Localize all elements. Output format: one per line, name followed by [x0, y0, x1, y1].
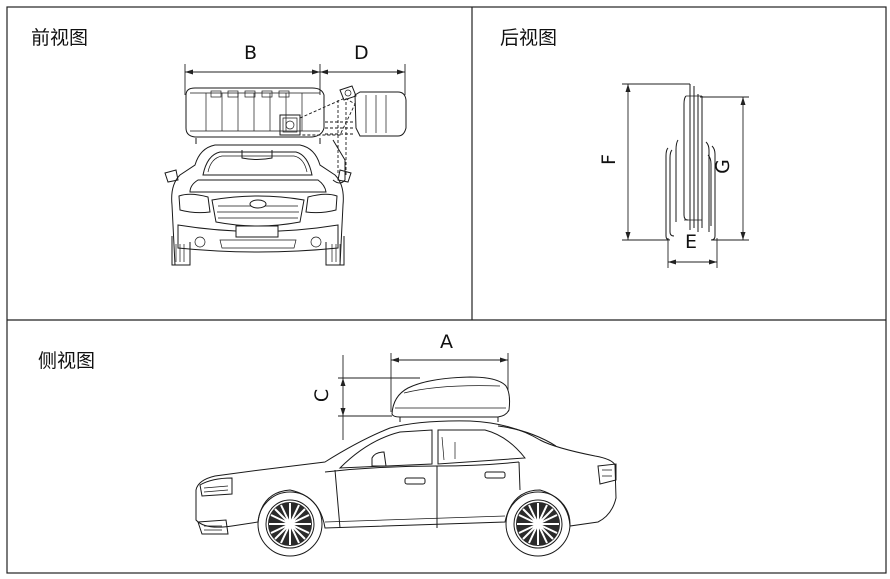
dimension-d-label: D: [354, 42, 369, 64]
side-roof-box: [391, 376, 511, 422]
dimension-a-line: [390, 353, 509, 412]
side-rear-wheel: [505, 491, 571, 557]
dimension-e-line: [667, 238, 718, 268]
dimension-c-line: [338, 355, 420, 440]
dimension-a-label: A: [440, 331, 453, 353]
front-view-drawing: [164, 64, 407, 266]
dimension-f-label: F: [597, 154, 620, 165]
front-car-body: [164, 138, 352, 266]
dimension-f-line: [622, 83, 690, 241]
dimension-c-label: C: [311, 388, 334, 403]
rear-roof-box-profile: [665, 84, 716, 241]
dimension-b-line: [184, 64, 320, 95]
front-view-title: 前视图: [31, 27, 89, 49]
roof-box-closed: [185, 87, 325, 138]
dimension-e-label: E: [685, 231, 698, 253]
panel-frame: [6, 6, 887, 574]
side-view-drawing: [195, 353, 617, 557]
roof-box-open-lid: [299, 85, 407, 175]
side-view-title: 侧视图: [38, 350, 96, 372]
dimension-d-line: [319, 64, 406, 95]
side-car-body: [195, 420, 617, 535]
dimension-b-label: B: [244, 42, 258, 64]
rear-view-title: 后视图: [500, 27, 558, 49]
dimension-g-line: [700, 96, 749, 241]
side-front-wheel: [257, 491, 323, 557]
rear-view-drawing: [622, 83, 749, 268]
dimension-g-label: G: [711, 159, 734, 174]
